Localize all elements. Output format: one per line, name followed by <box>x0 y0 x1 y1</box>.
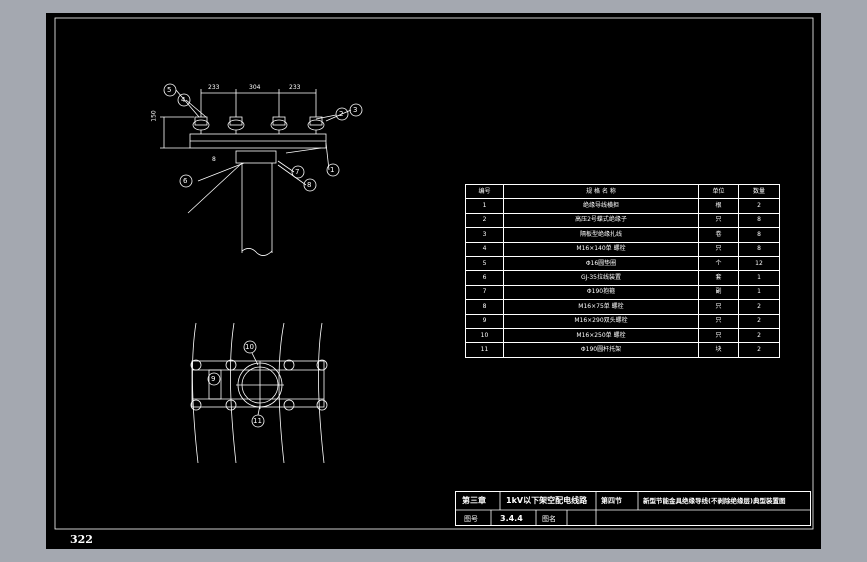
cell: 3 <box>465 227 504 243</box>
cell: 1 <box>738 270 780 286</box>
cell: 2 <box>465 212 504 229</box>
cell: 块 <box>698 342 739 358</box>
fig-label: 图号 <box>464 515 478 523</box>
cell: 9 <box>465 313 504 329</box>
plan-view <box>190 322 328 464</box>
fig-number: 3.4.4 <box>500 514 523 523</box>
callout-10: 10 <box>245 343 254 351</box>
callout-6: 6 <box>183 177 188 185</box>
callout-5: 5 <box>167 86 172 94</box>
cell: 1 <box>738 284 780 301</box>
cell: 1 <box>465 198 504 214</box>
pole-clamp <box>235 150 277 164</box>
callout-4: 4 <box>181 96 186 104</box>
title-block-lines <box>455 491 811 526</box>
callout-3: 3 <box>353 106 358 114</box>
name-label: 图名 <box>542 515 556 523</box>
cell: GJ-35拉线装置 <box>503 270 699 286</box>
header-qty: 数量 <box>738 183 780 200</box>
cell: Φ190抱箍 <box>503 284 699 301</box>
cell: 个 <box>698 255 739 272</box>
cad-viewport[interactable]: 233 304 233 150 8 5 4 2 3 1 6 7 8 10 9 1… <box>46 13 821 549</box>
cell: 8 <box>738 227 780 243</box>
dim-center: 304 <box>249 84 261 91</box>
page-number: 322 <box>70 533 93 546</box>
drawing-canvas <box>54 17 814 530</box>
cell: 2 <box>738 299 780 315</box>
drawing-border <box>54 17 814 530</box>
dim-small: 8 <box>212 156 216 163</box>
insulators <box>192 116 325 134</box>
dim-height: 150 <box>150 110 158 122</box>
cell: 7 <box>465 284 504 301</box>
callout-8: 8 <box>307 181 312 189</box>
cell: M16×75单 螺栓 <box>503 299 699 315</box>
cell: 卷 <box>698 227 739 243</box>
cell: 5 <box>465 255 504 272</box>
dim-right: 233 <box>289 84 301 91</box>
callout-1: 1 <box>330 166 335 174</box>
cell: 8 <box>738 212 780 229</box>
title-block: 第三章 1kV以下架空配电线路 第四节 新型节能金具绝缘导线(不剥除绝缘层)典型… <box>455 491 811 526</box>
cell: 副 <box>698 284 739 301</box>
cell: 只 <box>698 212 739 229</box>
cell: 12 <box>738 255 780 272</box>
table-header: 编号 规 格 名 称 单位 数量 <box>465 183 780 200</box>
chapter-title: 1kV以下架空配电线路 <box>506 496 588 505</box>
section-title: 新型节能金具绝缘导线(不剥除绝缘层)典型装置图 <box>643 497 786 505</box>
callout-11: 11 <box>253 417 262 425</box>
cell: 8 <box>738 241 780 257</box>
cell: 只 <box>698 299 739 315</box>
header-unit: 单位 <box>698 183 739 200</box>
cell: 8 <box>465 299 504 315</box>
cell: M16×250单 螺栓 <box>503 327 699 344</box>
callout-7: 7 <box>295 168 300 176</box>
callout-circles <box>163 83 363 428</box>
callout-2: 2 <box>339 110 344 118</box>
cell: 套 <box>698 270 739 286</box>
cell: 高压2号蝶式绝缘子 <box>503 212 699 229</box>
section-label: 第四节 <box>601 497 622 505</box>
guy-wire <box>187 162 243 214</box>
cell: 只 <box>698 313 739 329</box>
cell: Φ190圆杆托架 <box>503 342 699 358</box>
cell: 2 <box>738 198 780 214</box>
header-no: 编号 <box>465 183 504 200</box>
cell: 10 <box>465 327 504 344</box>
cell: 4 <box>465 241 504 257</box>
cell: 11 <box>465 342 504 358</box>
cell: 2 <box>738 313 780 329</box>
cell: 绝缘导线横担 <box>503 198 699 214</box>
chapter-label: 第三章 <box>462 496 486 505</box>
dim-left: 233 <box>208 84 220 91</box>
cell: 2 <box>738 342 780 358</box>
cell: 只 <box>698 241 739 257</box>
cell: 隔板型绝缘扎线 <box>503 227 699 243</box>
cell: 6 <box>465 270 504 286</box>
header-name: 规 格 名 称 <box>503 183 699 200</box>
cell: 2 <box>738 327 780 344</box>
cell: 只 <box>698 327 739 344</box>
cell: Φ16圆垫圈 <box>503 255 699 272</box>
cell: M16×140单 螺栓 <box>503 241 699 257</box>
cell: 根 <box>698 198 739 214</box>
callout-9: 9 <box>211 375 216 383</box>
cell: M16×290双头螺栓 <box>503 313 699 329</box>
